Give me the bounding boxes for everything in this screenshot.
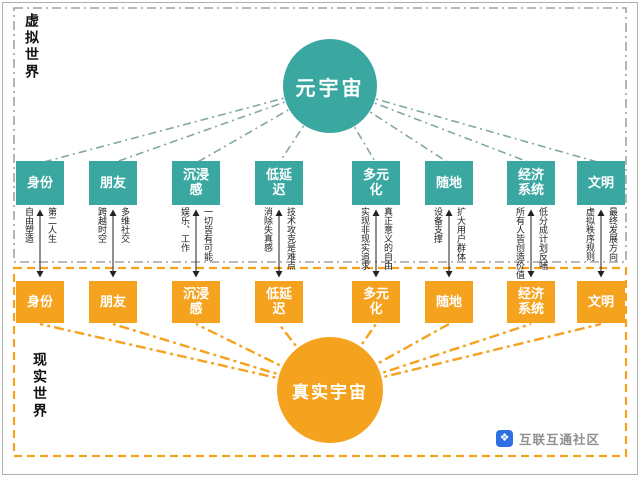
real-feature-box: 朋友 xyxy=(89,281,137,323)
real-feature-box: 随地 xyxy=(425,281,473,323)
feature-column-anywhere: 随地 设备支撑 扩大用户群体 随地 xyxy=(417,161,481,323)
feature-note-right: 最终发展方向 xyxy=(608,207,618,261)
feature-note-left: 实现非现实追求 xyxy=(360,207,370,270)
virtual-feature-box: 经济系统 xyxy=(507,161,555,205)
watermark-logo-icon: ❖ xyxy=(496,430,513,447)
feature-note-left: 自由塑造 xyxy=(24,207,34,243)
virtual-feature-box: 随地 xyxy=(425,161,473,205)
virtual-feature-box: 多元化 xyxy=(352,161,400,205)
feature-note-right: 一切皆有可能 xyxy=(203,207,213,261)
feature-note-right: 第二人生 xyxy=(47,207,57,243)
watermark: ❖ 互联互通社区 xyxy=(496,429,600,448)
feature-note-right: 扩大用户群体 xyxy=(456,207,466,261)
feature-column-civilization: 文明 虚拟秩序规则 最终发展方向 文明 xyxy=(569,161,633,323)
feature-note-left: 消除失真感 xyxy=(263,207,273,252)
feature-notes: 自由塑造 第二人生 xyxy=(8,205,72,279)
bidirectional-arrows xyxy=(36,209,605,278)
feature-note-left: 娱乐、工作 xyxy=(180,207,190,252)
feature-column-diversity: 多元化 实现非现实追求 真正意义的自由 多元化 xyxy=(344,161,408,323)
real-world-label: 现实世界 xyxy=(32,352,48,420)
feature-notes: 消除失真感 技术攻克是难点 xyxy=(247,205,311,279)
watermark-text: 互联互通社区 xyxy=(519,433,601,447)
real-feature-box: 身份 xyxy=(16,281,64,323)
real-feature-box: 经济系统 xyxy=(507,281,555,323)
real-universe-node: 真实宇宙 xyxy=(277,337,383,443)
real-feature-box: 沉浸感 xyxy=(172,281,220,323)
real-feature-box: 多元化 xyxy=(352,281,400,323)
feature-note-left: 跨越时空 xyxy=(97,207,107,243)
feature-notes: 所有人皆创造价值 低分成计划反哺 xyxy=(499,205,563,279)
feature-notes: 实现非现实追求 真正意义的自由 xyxy=(344,205,408,279)
real-feature-box: 低延迟 xyxy=(255,281,303,323)
virtual-feature-box: 文明 xyxy=(577,161,625,205)
virtual-world-border xyxy=(13,7,627,263)
feature-note-right: 技术攻克是难点 xyxy=(286,207,296,270)
feature-note-left: 所有人皆创造价值 xyxy=(515,207,525,279)
feature-column-identity: 身份 自由塑造 第二人生 身份 xyxy=(8,161,72,323)
feature-notes: 设备支撑 扩大用户群体 xyxy=(417,205,481,279)
metaverse-node: 元宇宙 xyxy=(283,39,377,133)
feature-notes: 虚拟秩序规则 最终发展方向 xyxy=(569,205,633,279)
feature-column-friends: 朋友 跨越时空 多维社交 朋友 xyxy=(81,161,145,323)
feature-column-low-latency: 低延迟 消除失真感 技术攻克是难点 低延迟 xyxy=(247,161,311,323)
virtual-feature-box: 低延迟 xyxy=(255,161,303,205)
feature-note-left: 虚拟秩序规则 xyxy=(585,207,595,261)
virtual-feature-box: 身份 xyxy=(16,161,64,205)
feature-notes: 跨越时空 多维社交 xyxy=(81,205,145,279)
real-feature-box: 文明 xyxy=(577,281,625,323)
feature-note-right: 真正意义的自由 xyxy=(383,207,393,270)
real-world-border xyxy=(12,266,628,458)
feature-note-right: 多维社交 xyxy=(120,207,130,243)
feature-column-immersion: 沉浸感 娱乐、工作 一切皆有可能 沉浸感 xyxy=(164,161,228,323)
feature-column-economy: 经济系统 所有人皆创造价值 低分成计划反哺 经济系统 xyxy=(499,161,563,323)
feature-notes: 娱乐、工作 一切皆有可能 xyxy=(164,205,228,279)
virtual-feature-box: 沉浸感 xyxy=(172,161,220,205)
feature-note-left: 设备支撑 xyxy=(433,207,443,243)
virtual-world-label: 虚拟世界 xyxy=(24,13,40,81)
virtual-feature-box: 朋友 xyxy=(89,161,137,205)
feature-note-right: 低分成计划反哺 xyxy=(538,207,548,270)
